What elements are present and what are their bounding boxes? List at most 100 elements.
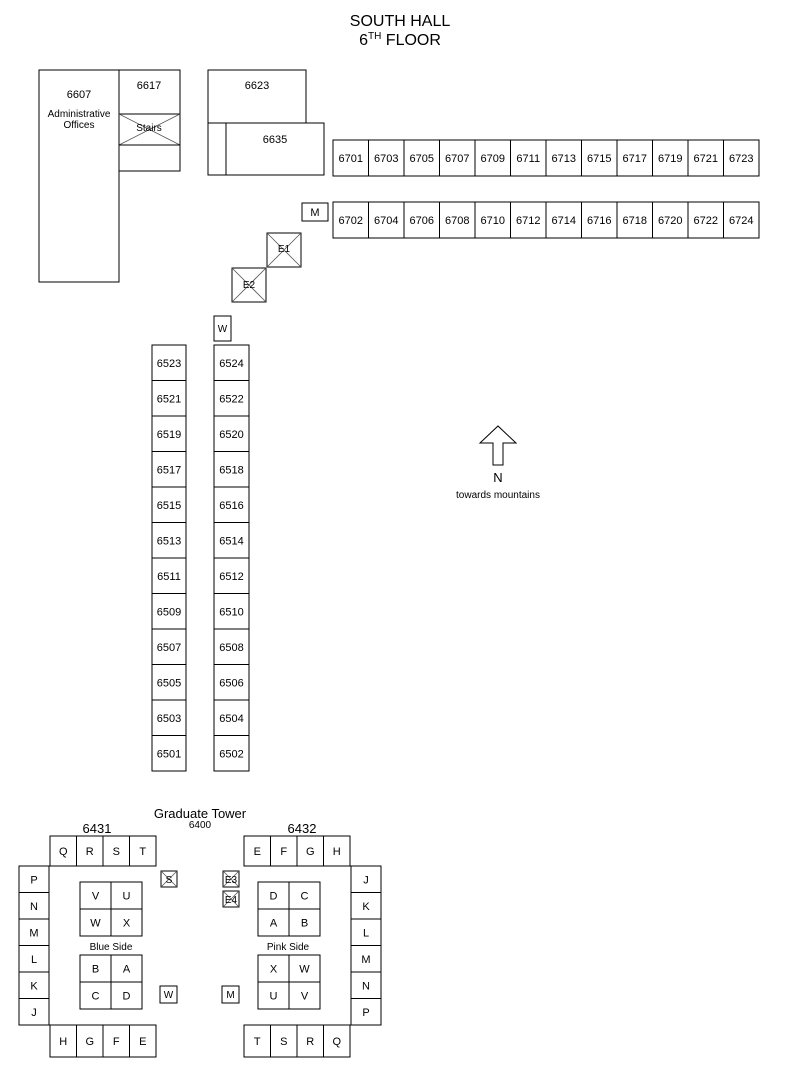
room-6516[interactable]: 6516: [213, 486, 250, 523]
room-6519[interactable]: 6519: [151, 415, 187, 452]
room-6717[interactable]: 6717: [616, 139, 653, 177]
room-6705[interactable]: 6705: [403, 139, 440, 177]
right-side-L[interactable]: L: [350, 918, 382, 946]
right-lg-V[interactable]: V: [288, 981, 321, 1010]
right-side-P[interactable]: P: [350, 998, 382, 1026]
room-6707[interactable]: 6707: [439, 139, 476, 177]
room-6510[interactable]: 6510: [213, 593, 250, 630]
room-6719[interactable]: 6719: [652, 139, 689, 177]
elevator-e2[interactable]: E2: [231, 267, 267, 303]
room-6701[interactable]: 6701: [332, 139, 369, 177]
room-6710[interactable]: 6710: [474, 201, 511, 239]
room-6713[interactable]: 6713: [545, 139, 582, 177]
right-side-K[interactable]: K: [350, 892, 382, 920]
room-6513[interactable]: 6513: [151, 522, 187, 559]
left-top-R[interactable]: R: [76, 835, 104, 867]
left-side-M[interactable]: M: [18, 918, 50, 946]
room-6517[interactable]: 6517: [151, 451, 187, 488]
grad-elevator-e3[interactable]: E3: [222, 870, 240, 888]
room-6723[interactable]: 6723: [723, 139, 760, 177]
room-6509[interactable]: 6509: [151, 593, 187, 630]
room-6503[interactable]: 6503: [151, 699, 187, 736]
right-bottom-S[interactable]: S: [270, 1024, 298, 1058]
left-side-L[interactable]: L: [18, 945, 50, 973]
room-6520[interactable]: 6520: [213, 415, 250, 452]
restroom-m-upper[interactable]: M: [301, 202, 329, 222]
right-ug-C[interactable]: C: [288, 881, 321, 910]
left-ug-U[interactable]: U: [110, 881, 143, 910]
right-side-J[interactable]: J: [350, 865, 382, 893]
elevator-e1[interactable]: E1: [266, 232, 302, 268]
right-top-H[interactable]: H: [323, 835, 351, 867]
room-6708[interactable]: 6708: [439, 201, 476, 239]
grad-restroom-w[interactable]: W: [159, 985, 178, 1004]
room-6617[interactable]: 6617: [118, 69, 181, 115]
room-6712[interactable]: 6712: [510, 201, 547, 239]
left-top-S[interactable]: S: [102, 835, 130, 867]
left-bottom-H[interactable]: H: [49, 1024, 77, 1058]
right-ug-D[interactable]: D: [257, 881, 290, 910]
right-top-G[interactable]: G: [296, 835, 324, 867]
room-6521[interactable]: 6521: [151, 380, 187, 417]
left-lg-C[interactable]: C: [79, 981, 112, 1010]
room-6512[interactable]: 6512: [213, 557, 250, 594]
right-ug-B[interactable]: B: [288, 908, 321, 937]
left-ug-V[interactable]: V: [79, 881, 112, 910]
room-6720[interactable]: 6720: [652, 201, 689, 239]
room-6514[interactable]: 6514: [213, 522, 250, 559]
room-6709[interactable]: 6709: [474, 139, 511, 177]
right-lg-X[interactable]: X: [257, 954, 290, 983]
room-6722[interactable]: 6722: [687, 201, 724, 239]
room-6607[interactable]: 6607 Administrative Offices: [38, 69, 120, 283]
room-6711[interactable]: 6711: [510, 139, 547, 177]
right-bottom-R[interactable]: R: [296, 1024, 324, 1058]
right-top-E[interactable]: E: [243, 835, 271, 867]
room-6508[interactable]: 6508: [213, 628, 250, 665]
room-6501[interactable]: 6501: [151, 735, 187, 772]
room-6721[interactable]: 6721: [687, 139, 724, 177]
room-6714[interactable]: 6714: [545, 201, 582, 239]
grad-stairs-s[interactable]: S: [160, 870, 178, 888]
room-6505[interactable]: 6505: [151, 664, 187, 701]
grad-elevator-e4[interactable]: E4: [222, 890, 240, 908]
left-side-P[interactable]: P: [18, 865, 50, 893]
grad-restroom-m[interactable]: M: [221, 985, 240, 1004]
left-lg-B[interactable]: B: [79, 954, 112, 983]
left-side-N[interactable]: N: [18, 892, 50, 920]
stairs[interactable]: Stairs: [118, 113, 181, 146]
left-bottom-E[interactable]: E: [129, 1024, 157, 1058]
left-lg-A[interactable]: A: [110, 954, 143, 983]
room-below-stairs[interactable]: [118, 144, 181, 172]
room-6715[interactable]: 6715: [581, 139, 618, 177]
room-6716[interactable]: 6716: [581, 201, 618, 239]
room-6504[interactable]: 6504: [213, 699, 250, 736]
left-ug-W[interactable]: W: [79, 908, 112, 937]
room-6511[interactable]: 6511: [151, 557, 187, 594]
room-6718[interactable]: 6718: [616, 201, 653, 239]
right-lg-U[interactable]: U: [257, 981, 290, 1010]
left-top-T[interactable]: T: [129, 835, 157, 867]
room-6524[interactable]: 6524: [213, 344, 250, 381]
left-top-Q[interactable]: Q: [49, 835, 77, 867]
right-ug-A[interactable]: A: [257, 908, 290, 937]
left-side-J[interactable]: J: [18, 998, 50, 1026]
room-6703[interactable]: 6703: [368, 139, 405, 177]
room-6724[interactable]: 6724: [723, 201, 760, 239]
room-6522[interactable]: 6522: [213, 380, 250, 417]
right-side-N[interactable]: N: [350, 971, 382, 999]
right-side-M[interactable]: M: [350, 945, 382, 973]
right-top-F[interactable]: F: [270, 835, 298, 867]
room-6518[interactable]: 6518: [213, 451, 250, 488]
right-lg-W[interactable]: W: [288, 954, 321, 983]
room-6706[interactable]: 6706: [403, 201, 440, 239]
room-6635-closet[interactable]: [207, 122, 227, 176]
room-6523[interactable]: 6523: [151, 344, 187, 381]
left-ug-X[interactable]: X: [110, 908, 143, 937]
room-6623[interactable]: 6623: [207, 69, 307, 124]
room-6704[interactable]: 6704: [368, 201, 405, 239]
left-lg-D[interactable]: D: [110, 981, 143, 1010]
room-6502[interactable]: 6502: [213, 735, 250, 772]
restroom-w-upper[interactable]: W: [213, 315, 232, 342]
room-6635[interactable]: 6635: [225, 122, 325, 176]
room-6702[interactable]: 6702: [332, 201, 369, 239]
